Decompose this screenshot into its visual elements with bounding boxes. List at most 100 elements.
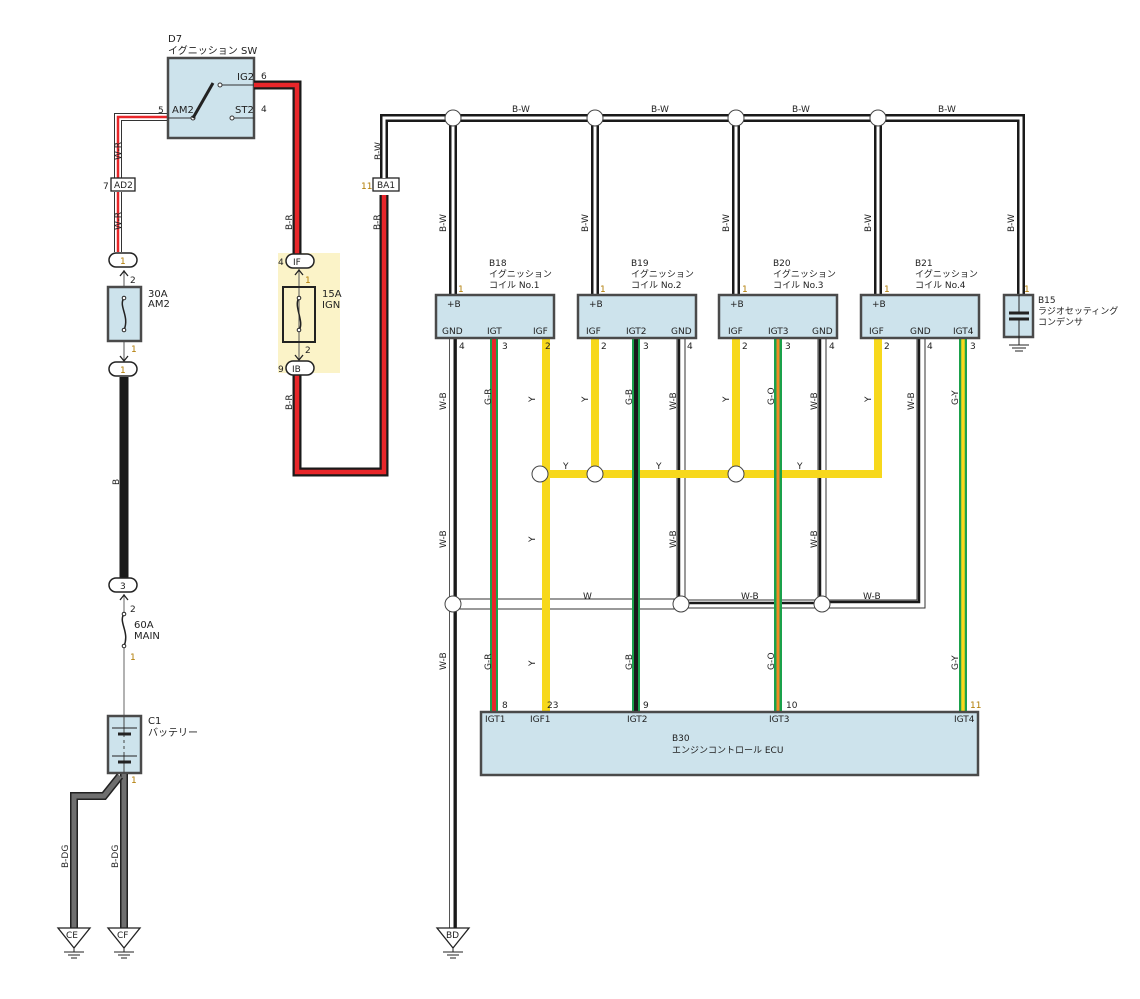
wire-label-b-w-v0: B-W: [374, 142, 384, 160]
connector-ad2: [110, 177, 136, 192]
ecu-pin-igt1: 8: [502, 701, 508, 711]
coil-b20-name: イグニッション: [773, 268, 836, 280]
d7-terminal-st2: ST2: [235, 105, 254, 116]
ba1-label: BA1: [377, 181, 395, 191]
wire-b-w-bus: [380, 114, 1025, 295]
coil-b21-plus-b: +B: [872, 300, 886, 310]
condenser-name: ラジオセッティング: [1038, 305, 1118, 317]
coil-b20-pin-top: 1: [742, 285, 748, 295]
coil-b20-code: B20: [773, 259, 791, 269]
coil-b21-code: B21: [915, 259, 933, 269]
coil-b20-pin-gnd: 4: [829, 342, 835, 352]
coil-b21: [859, 293, 981, 340]
wire-label-b-w-h1: B-W: [512, 105, 530, 115]
fuse-ign-rating: 15A: [322, 289, 342, 300]
coil-b20: [717, 293, 839, 340]
coil-b18-t-igt: IGT: [487, 327, 502, 337]
connector-ib-label: IB: [292, 365, 301, 375]
fuse-main-rating: 60A: [134, 620, 154, 631]
splice-bw-4: [869, 109, 887, 127]
coil-b19-t-igf: IGF: [586, 327, 601, 337]
splice-bw-2: [586, 109, 604, 127]
coil-b19-sub: コイル No.2: [631, 281, 682, 291]
wire-label-w-b-5: W-B: [669, 530, 679, 548]
connector-1-top-pin: 1: [120, 257, 126, 267]
ground-cf: [106, 927, 142, 959]
fuse-ign: [282, 286, 316, 343]
ground-cf-label: CF: [117, 931, 128, 941]
fuse-am2-pin-bottom: 1: [131, 345, 137, 355]
coil-b19-pin-gnd: 4: [687, 342, 693, 352]
battery-pin: 1: [131, 776, 137, 786]
connector-1-bottom: [108, 361, 138, 377]
d7-pin-am2: 5: [158, 106, 164, 116]
fuse-am2-pin-top: 2: [130, 276, 136, 286]
ecu-t-igt4: IGT4: [954, 715, 975, 725]
ad2-label: AD2: [114, 181, 133, 191]
coil-b21-pin-igt4: 3: [970, 342, 976, 352]
ign-fuse-highlight: [278, 253, 340, 373]
wire-label-b-w-v4: B-W: [864, 214, 874, 232]
coil-b21-pin-top: 1: [884, 285, 890, 295]
connector-if: [285, 253, 315, 269]
wire-label-w: W: [583, 592, 592, 602]
condenser-b15: [1002, 293, 1035, 352]
wire-label-y-h1: Y: [562, 462, 569, 472]
splice-bw-3: [727, 109, 745, 127]
wire-label-b-dg-1: B-DG: [61, 845, 71, 868]
condenser-code: B15: [1038, 296, 1056, 306]
connector-1-bottom-pin: 1: [120, 366, 126, 376]
coil-b19-t-igt2: IGT2: [626, 327, 647, 337]
wire-w-r: [114, 113, 170, 252]
wire-b-dg: [70, 773, 128, 928]
coil-b18-name: イグニッション: [489, 268, 552, 280]
wire-label-b-w-v3: B-W: [722, 214, 732, 232]
ecu-t-igt3: IGT3: [769, 715, 790, 725]
coil-b20-plus-b: +B: [730, 300, 744, 310]
wire-label-y-5: Y: [722, 396, 732, 403]
battery-c1: [106, 714, 143, 775]
wire-label-w-r-1: W-R: [114, 142, 124, 160]
wire-label-w-r-2: W-R: [114, 212, 124, 230]
coil-b18-code: B18: [489, 259, 507, 269]
wire-b-r: [254, 80, 389, 477]
wire-label-w-b-h1: W-B: [741, 592, 759, 602]
fuse-main-pin-top: 2: [130, 605, 136, 615]
d7-name: イグニッション SW: [168, 44, 257, 57]
fuse-am2-name: AM2: [148, 299, 170, 310]
coil-b20-pin-igf: 2: [742, 342, 748, 352]
fuse-main-pin-bottom: 1: [130, 653, 136, 663]
fuse-am2-rating: 30A: [148, 289, 168, 300]
d7-terminal-ig2: IG2: [237, 72, 254, 83]
ground-ce-label: CE: [66, 931, 78, 941]
coil-b18-pin-igf: 2: [545, 342, 551, 352]
coil-b20-t-igf: IGF: [728, 327, 743, 337]
coil-b21-pin-igf: 2: [884, 342, 890, 352]
wire-label-w-b-7: W-B: [810, 530, 820, 548]
coil-b18-pin-gnd: 4: [459, 342, 465, 352]
ecu-pin-igt3: 10: [786, 701, 798, 711]
connector-3: [108, 577, 138, 593]
wire-w-b-main: [449, 338, 457, 928]
wire-label-g-y-2: G-Y: [951, 655, 961, 670]
fuse-main-name: MAIN: [134, 631, 160, 642]
coil-b19-pin-igt2: 3: [643, 342, 649, 352]
wire-label-b-dg-2: B-DG: [111, 845, 121, 868]
wire-label-b-w-v1: B-W: [439, 214, 449, 232]
ignition-switch-d7: [166, 56, 256, 140]
battery-code: C1: [148, 716, 161, 727]
connector-ib: [285, 360, 315, 376]
ecu-b30: [479, 710, 980, 777]
wire-label-w-b-1: W-B: [439, 392, 449, 410]
coil-b19-code: B19: [631, 259, 649, 269]
splice-w-2: [672, 595, 690, 613]
wire-label-y-h3: Y: [796, 462, 803, 472]
coil-b19-t-gnd: GND: [671, 327, 692, 337]
wire-label-w-b-3: W-B: [439, 652, 449, 670]
coil-b18: [434, 293, 556, 340]
wire-label-g-o-2: G-O: [767, 652, 777, 670]
wire-label-g-r-2: G-R: [484, 654, 494, 670]
fuse-ign-name: IGN: [322, 300, 340, 311]
wire-label-g-b-1: G-B: [625, 389, 635, 405]
coil-b21-t-igt4: IGT4: [953, 327, 974, 337]
